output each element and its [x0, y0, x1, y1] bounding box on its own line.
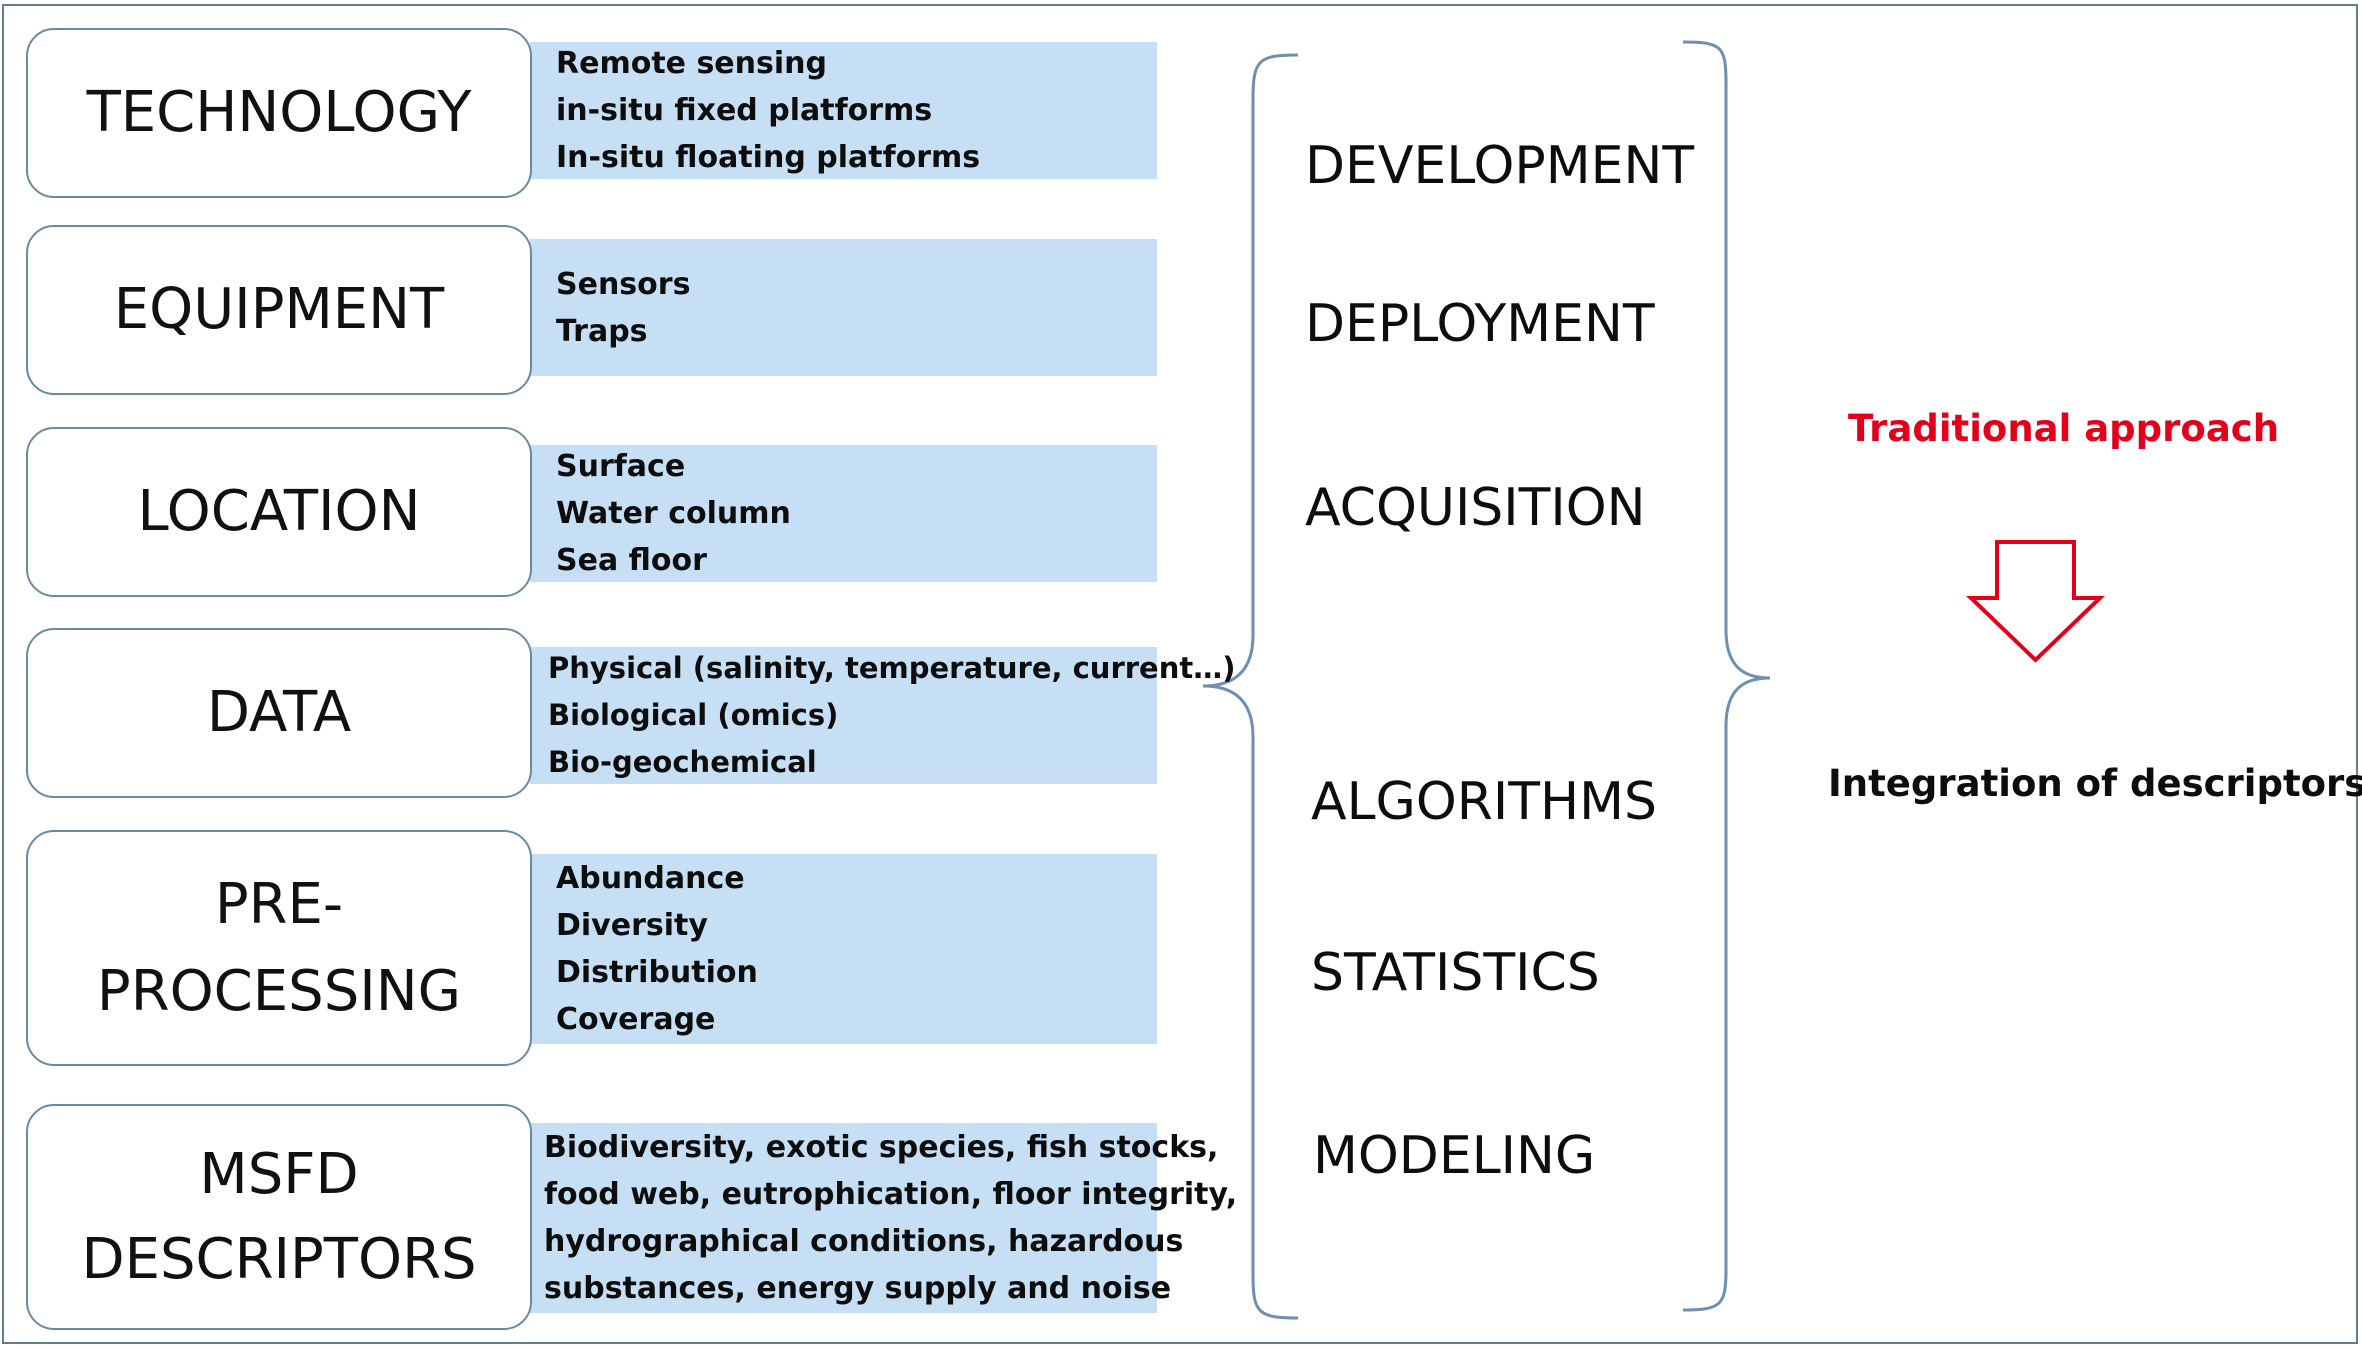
stage-acquisition: ACQUISITION — [1305, 478, 1646, 538]
category-label: TECHNOLOGY — [86, 80, 472, 146]
diagram-frame — [2, 4, 2358, 1344]
detail-item: Biodiversity, exotic species, fish stock… — [544, 1130, 1219, 1165]
stage-deployment: DEPLOYMENT — [1305, 294, 1655, 354]
category-label-line: PRE- — [214, 871, 344, 937]
detail-item: hydrographical conditions, hazardous — [544, 1224, 1184, 1259]
stage-development: DEVELOPMENT — [1305, 136, 1695, 196]
right-curly-bracket — [1682, 40, 1771, 1312]
stage-modeling: MODELING — [1313, 1126, 1596, 1186]
category-box-msfd-descriptors: MSFD DESCRIPTORS — [26, 1104, 532, 1330]
category-label-line: PROCESSING — [96, 959, 462, 1024]
detail-item: Coverage — [556, 1002, 716, 1037]
detail-box-technology: Remote sensing in-situ fixed platforms I… — [530, 42, 1157, 179]
detail-item: Sensors — [556, 266, 691, 302]
detail-item: food web, eutrophication, floor integrit… — [544, 1177, 1238, 1212]
category-label: LOCATION — [137, 479, 421, 545]
detail-item: Diversity — [556, 908, 708, 943]
category-label-line: MSFD — [199, 1141, 359, 1207]
category-box-equipment: EQUIPMENT — [26, 225, 532, 395]
detail-item: substances, energy supply and noise — [544, 1271, 1172, 1306]
detail-box-location: Surface Water column Sea floor — [530, 445, 1157, 582]
detail-box-data: Physical (salinity, temperature, current… — [530, 647, 1236, 784]
detail-item: in-situ fixed platforms — [556, 93, 933, 128]
left-curly-bracket — [1202, 53, 1299, 1320]
category-box-pre-processing: PRE- PROCESSING — [26, 830, 532, 1066]
detail-box-msfd-descriptors: Biodiversity, exotic species, fish stock… — [530, 1123, 1238, 1313]
detail-item: Water column — [556, 496, 791, 531]
detail-box-equipment: Sensors Traps — [530, 239, 1157, 376]
detail-item: Traps — [556, 313, 648, 349]
detail-item: Abundance — [556, 861, 745, 896]
stage-algorithms: ALGORITHMS — [1311, 772, 1657, 832]
integration-of-descriptors-label: Integration of descriptors — [1828, 762, 2362, 805]
category-box-data: DATA — [26, 628, 532, 798]
detail-item: Physical (salinity, temperature, current… — [548, 651, 1236, 685]
detail-item: Remote sensing — [556, 46, 827, 81]
detail-item: Bio-geochemical — [548, 745, 817, 779]
detail-item: Surface — [556, 449, 686, 484]
detail-item: Distribution — [556, 955, 758, 990]
category-label: EQUIPMENT — [113, 277, 445, 343]
detail-item: Sea floor — [556, 543, 707, 578]
category-box-location: LOCATION — [26, 427, 532, 597]
detail-item: In-situ floating platforms — [556, 140, 981, 175]
stage-statistics: STATISTICS — [1311, 943, 1600, 1003]
category-label-line: DESCRIPTORS — [81, 1227, 477, 1292]
detail-box-pre-processing: Abundance Diversity Distribution Coverag… — [530, 854, 1157, 1044]
detail-item: Biological (omics) — [548, 698, 839, 732]
category-label: DATA — [206, 680, 352, 746]
traditional-approach-label: Traditional approach — [1848, 407, 2280, 450]
category-box-technology: TECHNOLOGY — [26, 28, 532, 198]
